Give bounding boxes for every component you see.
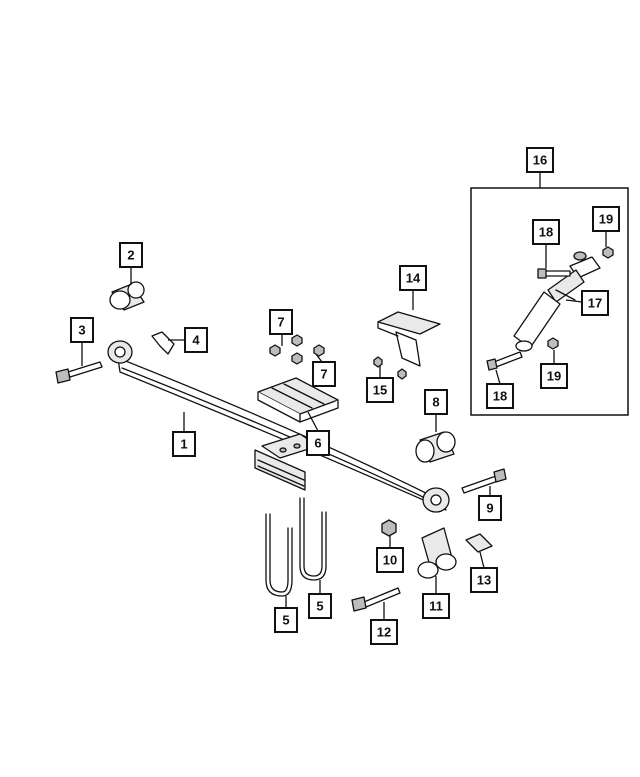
shock-absorber-drawing: [513, 251, 601, 352]
svg-text:11: 11: [429, 599, 443, 614]
svg-text:18: 18: [493, 389, 507, 404]
callout-16: 16: [526, 147, 554, 173]
spacer-plate-6-drawing: [257, 377, 339, 423]
svg-text:13: 13: [477, 573, 491, 588]
svg-text:6: 6: [314, 436, 321, 451]
bolt-9-drawing: [461, 468, 507, 494]
bushing-8-drawing: [415, 431, 456, 463]
callout-19b: 19: [540, 363, 568, 389]
callout-18b: 18: [486, 383, 514, 409]
nut-15b-drawing: [397, 368, 407, 380]
callout-7b: 7: [312, 361, 336, 387]
bushing-2-drawing: [109, 281, 145, 311]
callout-14: 14: [399, 265, 427, 291]
nut-10-drawing: [381, 519, 397, 537]
bolt-18-upper-drawing: [537, 268, 571, 279]
svg-text:9: 9: [486, 501, 493, 516]
bolt-3-drawing: [55, 361, 103, 384]
svg-text:7: 7: [277, 315, 284, 330]
leaf-spring-drawing: [107, 340, 450, 513]
u-bolts-5-drawing: [265, 497, 327, 597]
callout-9: 9: [478, 495, 502, 521]
callout-12: 12: [370, 619, 398, 645]
callout-2: 2: [119, 242, 143, 268]
svg-text:19: 19: [547, 369, 561, 384]
shock-group-box: [470, 187, 629, 416]
nuts-7-drawing: [269, 334, 325, 365]
nut-19-lower-drawing: [547, 337, 559, 350]
callout-5b: 5: [308, 593, 332, 619]
svg-text:18: 18: [539, 225, 553, 240]
callout-11: 11: [422, 593, 450, 619]
svg-text:2: 2: [127, 248, 134, 263]
callout-10: 10: [376, 547, 404, 573]
callout-4: 4: [184, 327, 208, 353]
callout-3: 3: [70, 317, 94, 343]
svg-text:3: 3: [78, 323, 85, 338]
svg-text:14: 14: [406, 271, 421, 286]
callout-7a: 7: [269, 309, 293, 335]
nut-19-upper-drawing: [602, 246, 614, 259]
svg-text:5: 5: [282, 613, 289, 628]
svg-text:5: 5: [316, 599, 323, 614]
svg-text:12: 12: [377, 625, 391, 640]
bolt-18-lower-drawing: [486, 351, 523, 371]
shackle-11-drawing: [417, 527, 457, 579]
callout-13: 13: [470, 567, 498, 593]
washer-13-drawing: [465, 533, 493, 553]
svg-text:19: 19: [599, 212, 613, 227]
svg-text:1: 1: [180, 437, 187, 452]
svg-text:8: 8: [432, 395, 439, 410]
callout-18a: 18: [532, 219, 560, 245]
svg-text:10: 10: [383, 553, 397, 568]
callout-19a: 19: [592, 206, 620, 232]
clip-4-drawing: [151, 331, 175, 355]
svg-text:4: 4: [192, 333, 200, 348]
nut-15a-drawing: [373, 356, 383, 368]
callout-1: 1: [172, 431, 196, 457]
svg-text:17: 17: [588, 296, 602, 311]
bracket-14-drawing: [377, 311, 441, 367]
svg-text:15: 15: [373, 383, 387, 398]
svg-text:7: 7: [320, 367, 327, 382]
callout-8: 8: [424, 389, 448, 415]
callout-17: 17: [581, 290, 609, 316]
bolt-12-drawing: [351, 587, 401, 612]
callout-5a: 5: [274, 607, 298, 633]
callout-15: 15: [366, 377, 394, 403]
svg-text:16: 16: [533, 153, 547, 168]
callout-6: 6: [306, 430, 330, 456]
